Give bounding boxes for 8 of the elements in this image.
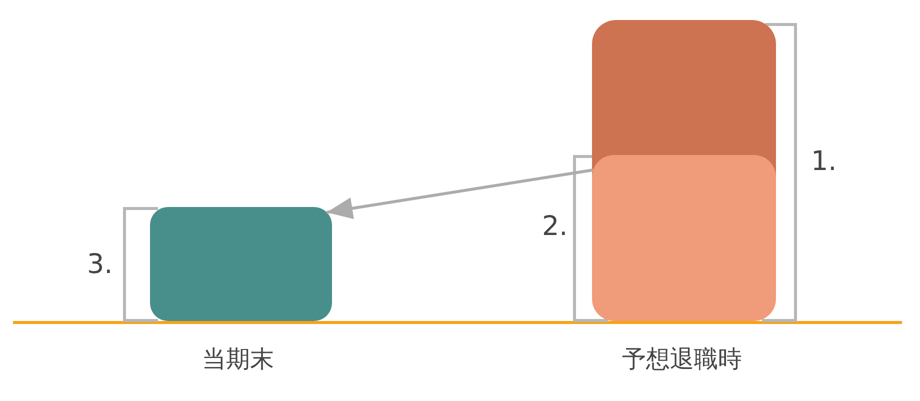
bracket-label: 1. — [811, 148, 837, 175]
arrow — [326, 168, 594, 220]
bracket-label: 3. — [87, 251, 113, 278]
bar-segment — [592, 155, 776, 321]
bracket-label: 2. — [542, 213, 568, 240]
category-label: 当期末 — [202, 347, 274, 371]
bar-segment — [150, 207, 332, 321]
category-label: 予想退職時 — [622, 347, 742, 371]
